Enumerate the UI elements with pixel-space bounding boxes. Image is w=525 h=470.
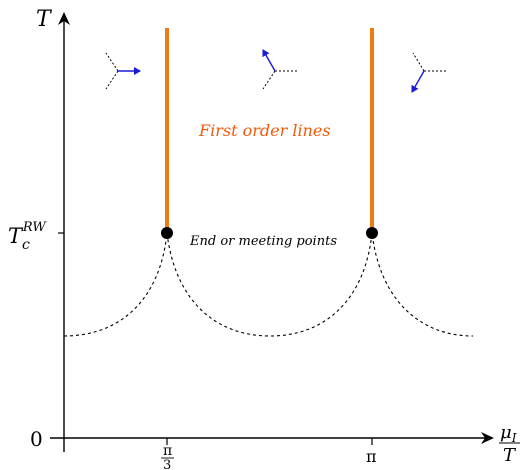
- svg-text:3: 3: [163, 458, 171, 470]
- tick-label-tc: TcRW: [8, 220, 47, 253]
- svg-text:T: T: [503, 445, 517, 466]
- end-point-right: [366, 227, 378, 239]
- end-point-left: [161, 227, 173, 239]
- tick-label-pi: π: [366, 447, 377, 466]
- tick-label-zero: 0: [30, 427, 43, 451]
- z3-vector-downleft-icon: [411, 52, 446, 93]
- x-axis-label: μI T: [499, 422, 520, 466]
- svg-text:π: π: [163, 443, 172, 459]
- svg-text:μI: μI: [500, 422, 517, 445]
- first-order-label: First order lines: [198, 121, 331, 140]
- z3-vector-right-icon: [105, 52, 141, 90]
- end-points-label: End or meeting points: [189, 234, 337, 249]
- z3-vector-upleft-icon: [262, 49, 297, 90]
- y-axis-label: T: [36, 7, 53, 32]
- tick-label-pi-over-3: π 3: [161, 443, 174, 470]
